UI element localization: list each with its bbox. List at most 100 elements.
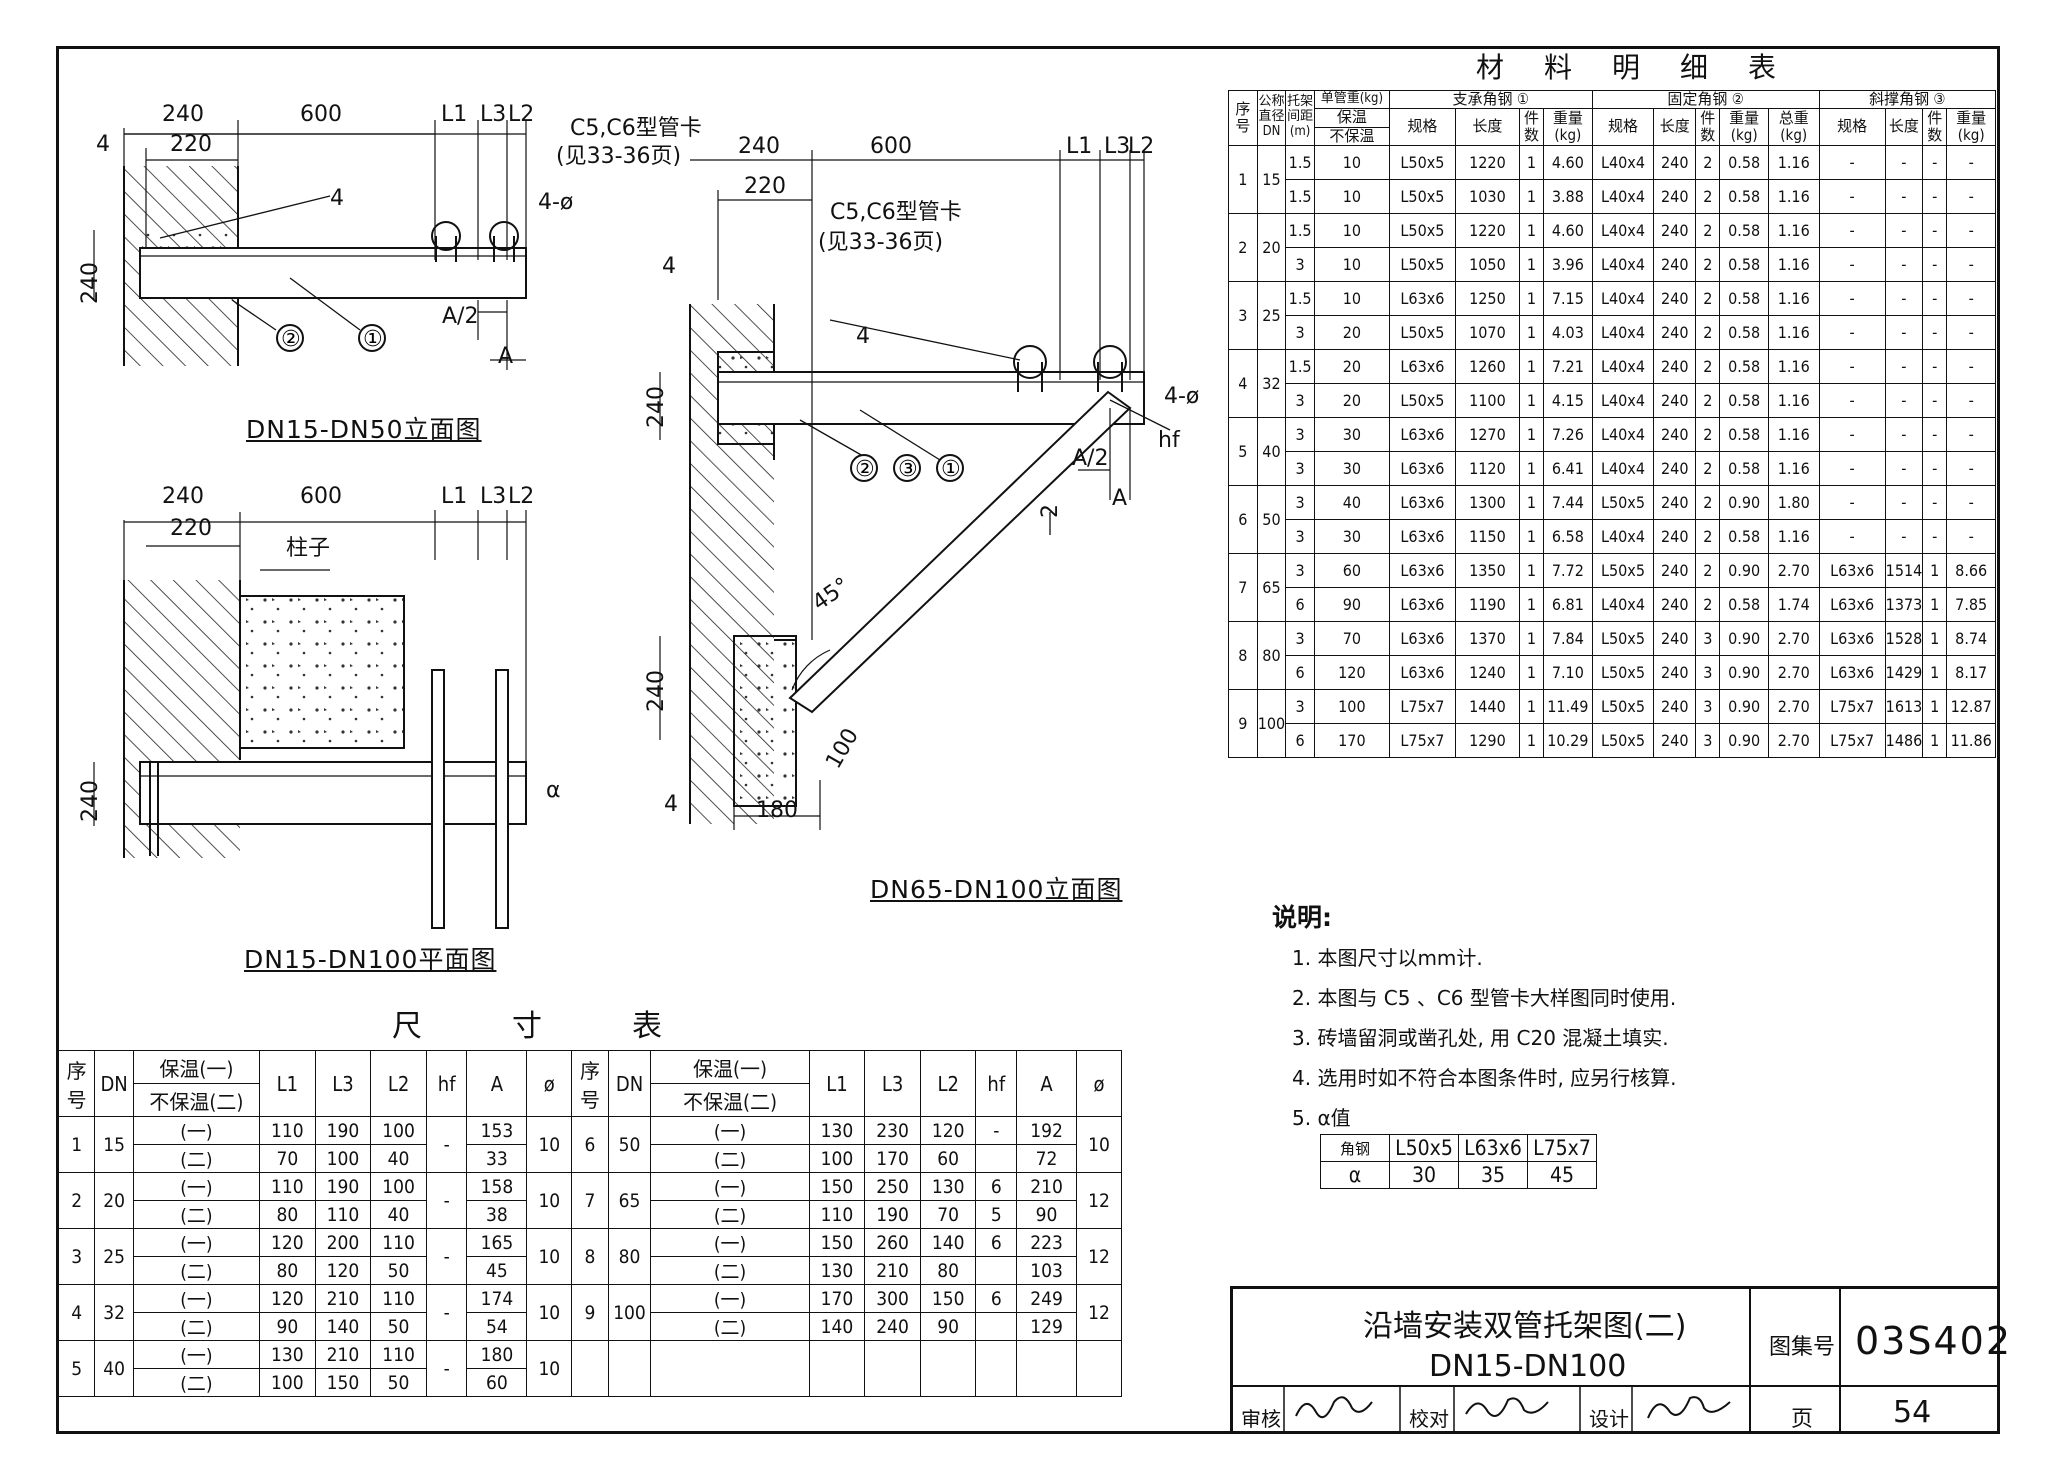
dim-insul: (二): [650, 1312, 810, 1341]
mat-dn: 32: [1256, 348, 1287, 418]
elev2-a: A: [1112, 486, 1128, 511]
mat-cell: 1220: [1454, 144, 1520, 180]
dim-insul: (二): [650, 1256, 810, 1285]
mat-cell: 2: [1695, 416, 1721, 452]
dim-phi: 10: [526, 1228, 573, 1285]
elev2-dim-L1: L1: [1066, 134, 1093, 159]
mat-cell: -: [1946, 382, 1996, 418]
mat-cell: 2.70: [1767, 722, 1820, 758]
elev2-dim-v240b: 240: [644, 670, 669, 712]
dim-h-A-l: A: [466, 1050, 528, 1117]
mat-cell: -: [1946, 348, 1996, 384]
mat-cell: 2: [1695, 586, 1721, 622]
mat-cell: 3: [1695, 620, 1721, 656]
dim-insul: (一): [132, 1228, 261, 1257]
mat-cell: 1.16: [1767, 416, 1820, 452]
alpha-v-1: 30: [1389, 1161, 1459, 1189]
dim-L1: 80: [259, 1256, 316, 1285]
mat-cell: 1: [1922, 654, 1948, 690]
mat-cell: -: [1884, 450, 1924, 486]
mat-cell: -: [1818, 416, 1886, 452]
mat-cell: 2.70: [1767, 552, 1820, 588]
elev2-half-a: A/2: [1072, 446, 1109, 471]
mat-cell: 1150: [1454, 518, 1520, 554]
dim-L1: 120: [259, 1284, 316, 1313]
mat-cell: -: [1818, 450, 1886, 486]
mat-h-uninsulated: 不保温: [1313, 126, 1390, 146]
dim-L3: 300: [864, 1284, 921, 1313]
mat-cell: L50x5: [1388, 144, 1456, 180]
mat-cell: 1.16: [1767, 382, 1820, 418]
dim-L1: 130: [808, 1256, 866, 1285]
dim-seq: 9: [571, 1284, 609, 1341]
mat-h-spacing: 托架间距(m): [1285, 90, 1315, 146]
dim-empty: [975, 1340, 1018, 1397]
mat-cell: 10: [1313, 178, 1390, 214]
mat-cell: 0.90: [1719, 654, 1769, 690]
mat-cell: -: [1884, 348, 1924, 384]
mat-cell: 1290: [1454, 722, 1520, 758]
mat-cell: 240: [1653, 178, 1697, 214]
plan-dim-L1: L1: [441, 484, 468, 509]
mat-cell: 11.49: [1543, 688, 1593, 724]
mat-h-group3-no: ③: [1933, 90, 1946, 108]
mat-cell: 2: [1695, 246, 1721, 282]
mat-cell: L50x5: [1591, 722, 1655, 758]
dim-L1: 110: [259, 1172, 316, 1201]
plan-dim-v240: 240: [78, 780, 103, 822]
mat-cell: 6.58: [1543, 518, 1593, 554]
mat-dn: 80: [1256, 620, 1287, 690]
dim-seq: 5: [57, 1340, 96, 1397]
alpha-table: 角钢 L50x5 L63x6 L75x7 α 30 35 45: [1320, 1134, 1597, 1189]
mat-cell: L50x5: [1388, 314, 1456, 350]
mat-cell: 40: [1313, 484, 1390, 520]
mat-h-group2-label: 固定角钢: [1667, 90, 1728, 108]
dim-h-seq-r: 序号: [571, 1050, 609, 1117]
mat-cell: 3: [1285, 314, 1315, 350]
mat-h-group1-label: 支承角钢: [1452, 90, 1513, 108]
dim-h-seq-l: 序号: [57, 1050, 96, 1117]
dim-L2: 50: [370, 1368, 427, 1397]
dim-L3: 240: [864, 1312, 921, 1341]
mat-cell: -: [1946, 450, 1996, 486]
dim-L1: 110: [808, 1200, 866, 1229]
mat-cell: 10: [1313, 144, 1390, 180]
mat-cell: 11.86: [1946, 722, 1996, 758]
dim-L3: 190: [864, 1200, 921, 1229]
mat-seq: 6: [1228, 484, 1258, 554]
mat-cell: 10: [1313, 280, 1390, 316]
mat-h-weight1: 重量(kg): [1543, 108, 1593, 146]
elev2-weld-4c: 4: [664, 792, 678, 817]
dim-insul: (二): [132, 1256, 261, 1285]
mat-cell: 2: [1695, 314, 1721, 350]
plan-column-label: 柱子: [286, 536, 331, 561]
elev1-half-a: A/2: [442, 304, 479, 329]
dim-hf: [975, 1144, 1018, 1173]
mat-cell: 0.90: [1719, 484, 1769, 520]
mat-cell: 1: [1518, 552, 1545, 588]
dim-A: 174: [466, 1284, 528, 1313]
dim-seq: 1: [57, 1116, 96, 1173]
mat-cell: 1.16: [1767, 144, 1820, 180]
mat-cell: 240: [1653, 484, 1697, 520]
mat-cell: 6.81: [1543, 586, 1593, 622]
dim-empty: [650, 1340, 810, 1397]
dim-A: 249: [1016, 1284, 1077, 1313]
mat-cell: -: [1884, 178, 1924, 214]
mat-cell: 2: [1695, 450, 1721, 486]
mat-cell: 0.58: [1719, 212, 1769, 248]
plan-alpha: α: [546, 778, 561, 803]
dim-dn: 65: [607, 1172, 652, 1229]
mat-h-dn: 公称直径DN: [1256, 90, 1287, 146]
notes-head: 说明:: [1272, 903, 1332, 932]
mat-cell: -: [1884, 144, 1924, 180]
mat-cell: L75x7: [1818, 688, 1886, 724]
dim-h-phi-r: ø: [1075, 1050, 1123, 1117]
dim-L3: 210: [864, 1256, 921, 1285]
dim-L2: 110: [370, 1284, 427, 1313]
dim-hf: -: [425, 1116, 468, 1173]
mat-cell: 8.17: [1946, 654, 1996, 690]
mat-cell: 70: [1313, 620, 1390, 656]
mat-cell: L63x6: [1388, 518, 1456, 554]
